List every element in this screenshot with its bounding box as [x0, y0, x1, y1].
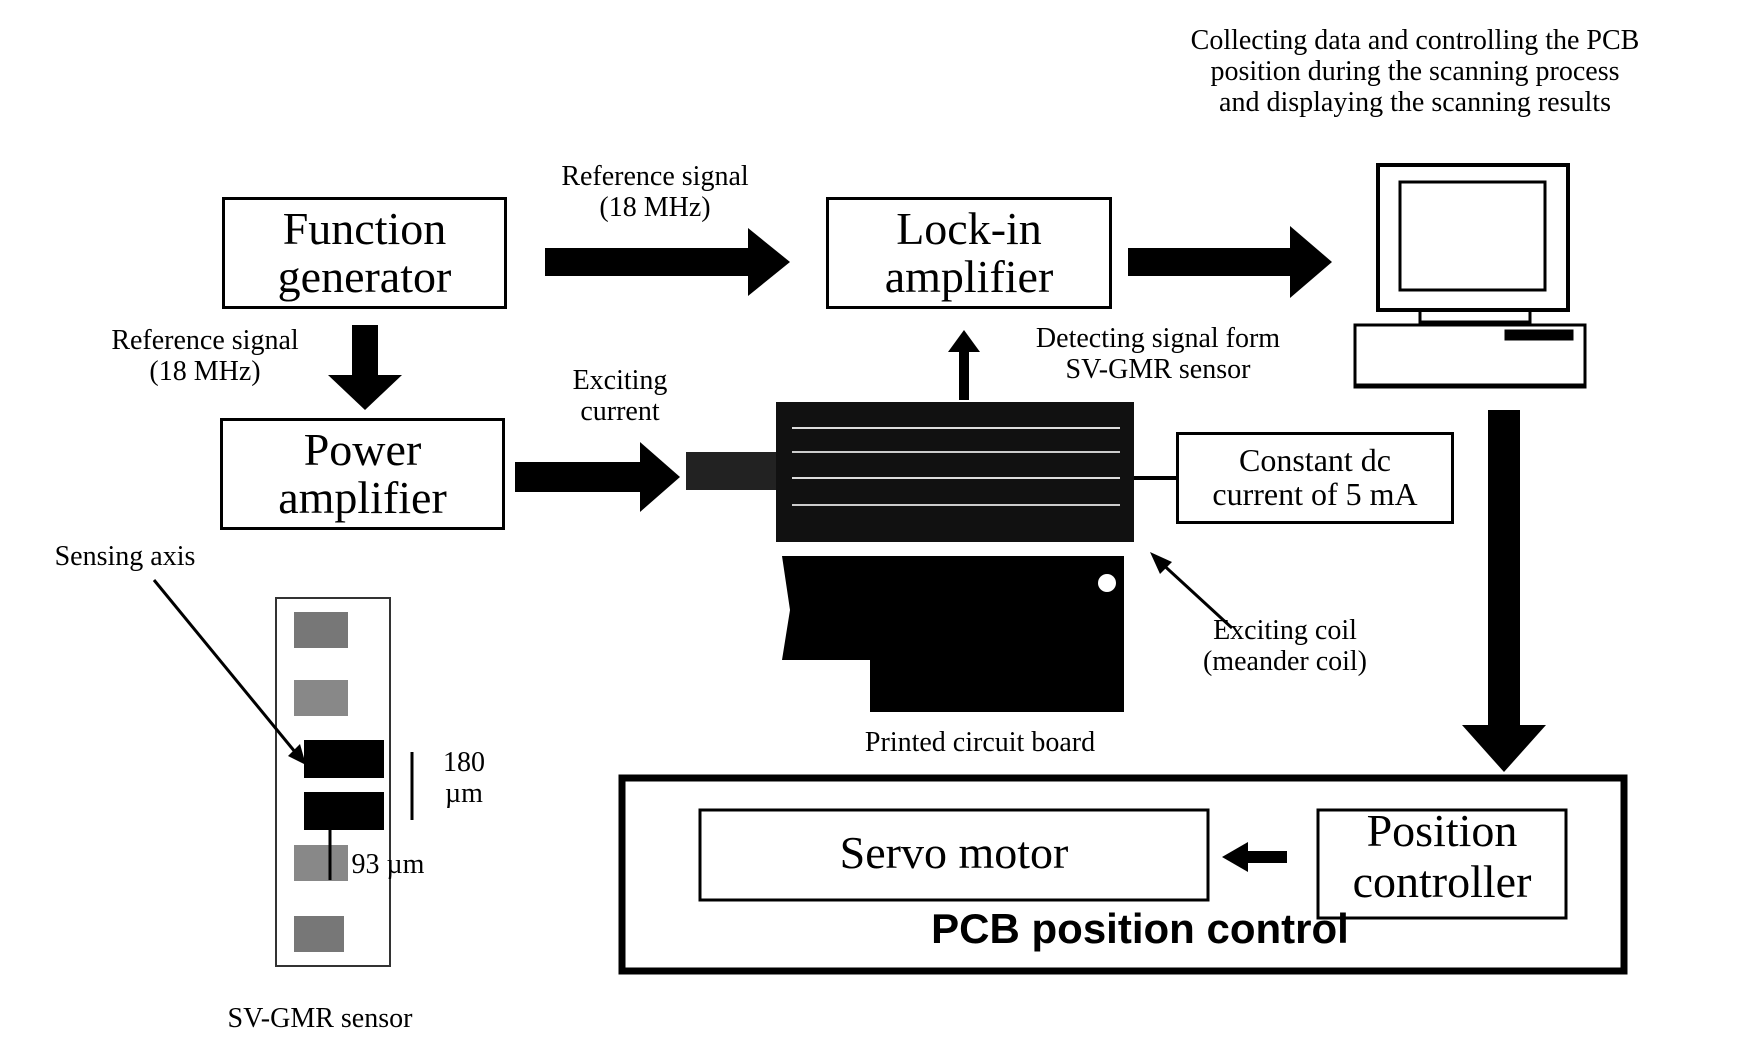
ref-top-line2: (18 MHz) [599, 191, 711, 223]
servo-motor-label: Servo motor [839, 827, 1069, 878]
position-controller-line2: controller [1352, 855, 1532, 907]
sv-gmr-chip [152, 579, 414, 967]
function-generator-box: Function generator [222, 197, 507, 309]
constant-dc-line2: current of 5 mA [1212, 476, 1418, 512]
arrow-fg-to-lockin [545, 228, 790, 296]
dim-93-label: 93 µm [351, 849, 425, 880]
exciting-coil-label: Exciting coil (meander coil) [1160, 615, 1410, 678]
function-generator-line1: Function [282, 202, 447, 254]
printed-circuit-board-photo [782, 552, 1234, 712]
power-amp-line1: Power [303, 423, 422, 475]
exciting-current-line2: current [580, 395, 660, 427]
detecting-line2: SV-GMR sensor [1065, 353, 1251, 385]
detecting-signal-label: Detecting signal form SV-GMR sensor [978, 323, 1338, 386]
ref-top-line1: Reference signal [561, 161, 749, 192]
constant-dc-box: Constant dc current of 5 mA [1176, 432, 1454, 524]
exciting-coil-line2: (meander coil) [1202, 645, 1368, 677]
ref-left-line1: Reference signal [111, 325, 299, 356]
detecting-line1: Detecting signal form [1035, 323, 1281, 354]
sensing-axis-label: Sensing axis [54, 541, 196, 572]
exciting-coil-line1: Exciting coil [1213, 615, 1357, 646]
reference-signal-left-label: Reference signal (18 MHz) [60, 325, 350, 388]
arrow-fg-to-poweramp [328, 325, 402, 410]
power-amp-line2: amplifier [278, 472, 447, 523]
ref-left-line2: (18 MHz) [149, 355, 261, 387]
computer-caption: Collecting data and controlling the PCB … [1090, 25, 1740, 118]
reference-signal-top-label: Reference signal (18 MHz) [520, 161, 790, 224]
lock-in-line2: amplifier [884, 251, 1054, 302]
computer-caption-line3: and displaying the scanning results [1219, 86, 1611, 118]
computer-icon [1353, 163, 1587, 389]
arrow-poweramp-to-coil [515, 442, 680, 512]
power-amplifier-box: Power amplifier [220, 418, 505, 530]
dim-180-line2: µm [445, 777, 483, 809]
sv-gmr-sensor-label: SV-GMR sensor [227, 1003, 413, 1034]
position-controller-frame [1316, 808, 1568, 920]
arrow-lockin-to-computer [1128, 226, 1332, 298]
exciting-current-line1: Exciting [572, 365, 668, 396]
constant-dc-line1: Constant dc [1239, 442, 1391, 479]
printed-circuit-board-label: Printed circuit board [864, 727, 1096, 758]
arrow-computer-to-pcbcontrol [1462, 410, 1546, 772]
position-controller-label: Position controller [1318, 805, 1566, 907]
dim-180-label: 180 µm [424, 747, 504, 810]
pcb-position-control-title: PCB position control [931, 905, 1349, 952]
lock-in-line1: Lock-in [896, 202, 1042, 254]
arrow-detect-to-lockin [948, 330, 980, 400]
exciting-current-label: Exciting current [540, 365, 700, 428]
pcb-position-control-frame [618, 774, 1628, 975]
lock-in-amplifier-box: Lock-in amplifier [826, 197, 1112, 309]
arrow-controller-to-servo [1222, 842, 1287, 872]
computer-caption-line2: position during the scanning process [1210, 55, 1620, 87]
computer-caption-line1: Collecting data and controlling the PCB [1190, 25, 1640, 56]
position-controller-line1: Position [1366, 805, 1518, 856]
function-generator-line2: generator [277, 251, 452, 302]
servo-motor-frame [698, 808, 1210, 902]
dim-180-line1: 180 [443, 747, 485, 778]
pcb-sensor-photo [686, 402, 1178, 542]
